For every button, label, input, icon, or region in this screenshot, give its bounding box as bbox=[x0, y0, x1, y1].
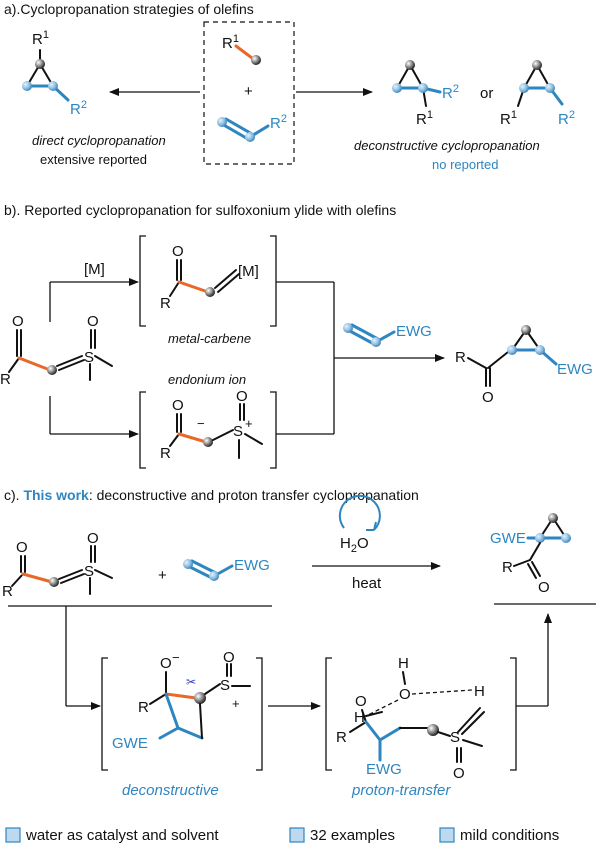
svg-text:O: O bbox=[399, 686, 411, 703]
svg-text:H2O: H2O bbox=[340, 535, 369, 555]
feature-marker-icon bbox=[439, 827, 455, 843]
r2-label: R2 bbox=[70, 99, 87, 118]
svg-text:EWG: EWG bbox=[366, 761, 402, 778]
plus-sign: + bbox=[244, 83, 253, 100]
svg-text:GWE: GWE bbox=[490, 530, 526, 547]
svg-text:H: H bbox=[398, 655, 409, 672]
section-b-header: b). Reported cyclopropanation for sulfox… bbox=[4, 202, 396, 218]
svg-text:R: R bbox=[336, 729, 347, 746]
svg-text:O: O bbox=[482, 389, 494, 406]
direct-cyclopropanation-label: direct cyclopropanation bbox=[32, 133, 166, 148]
proton-transfer-label: proton-transfer bbox=[351, 782, 451, 799]
heat-label: heat bbox=[352, 575, 382, 592]
sulfoxonium-ylide-c: O R S O bbox=[2, 530, 113, 600]
svg-text:O: O bbox=[223, 649, 235, 666]
olefin-ewg-c: EWG bbox=[183, 557, 270, 581]
no-reported-label: no reported bbox=[432, 157, 499, 172]
svg-text:O: O bbox=[538, 579, 550, 596]
svg-text:S: S bbox=[220, 677, 230, 694]
svg-text:S: S bbox=[233, 423, 243, 440]
feature-examples: 32 examples bbox=[310, 827, 395, 844]
plus-sign-c: + bbox=[158, 567, 167, 584]
svg-text:+: + bbox=[232, 696, 240, 711]
svg-text:R: R bbox=[0, 371, 11, 388]
svg-text:O: O bbox=[87, 313, 99, 330]
svg-text:[M]: [M] bbox=[238, 263, 259, 280]
section-a-header: a).Cyclopropanation strategies of olefin… bbox=[4, 1, 254, 17]
feature-marker-icon bbox=[289, 827, 305, 843]
feature-marker-icon bbox=[5, 827, 21, 843]
r1-label: R1 bbox=[32, 29, 49, 48]
feature-mild: mild conditions bbox=[460, 827, 559, 844]
deconstructive-product-2: R1 R2 bbox=[500, 60, 575, 128]
section-b: b). Reported cyclopropanation for sulfox… bbox=[0, 202, 593, 469]
svg-text:−: − bbox=[172, 650, 180, 665]
svg-text:+: + bbox=[245, 416, 253, 431]
svg-text:O: O bbox=[160, 655, 172, 672]
metal-carbene-intermediate: O R [M] bbox=[139, 235, 277, 327]
svg-text:H: H bbox=[354, 709, 365, 726]
svg-text:S: S bbox=[84, 349, 94, 366]
carbon-ball bbox=[35, 59, 45, 69]
reagents-dashed-box bbox=[203, 21, 295, 165]
deconstructive-intermediate: O − R ✂ S + O GWE bbox=[101, 649, 263, 771]
scissors-icon: ✂ bbox=[186, 675, 196, 689]
svg-text:EWG: EWG bbox=[396, 323, 432, 340]
svg-text:R1: R1 bbox=[416, 109, 433, 128]
svg-text:R: R bbox=[502, 559, 513, 576]
proton-transfer-intermediate: H O H H O R EWG S O bbox=[325, 655, 517, 782]
svg-text:GWE: GWE bbox=[112, 735, 148, 752]
svg-text:R: R bbox=[2, 583, 13, 600]
svg-text:S: S bbox=[450, 729, 460, 746]
extensive-reported-label: extensive reported bbox=[40, 152, 147, 167]
r1-reagent-label: R1 bbox=[222, 33, 239, 52]
deconstructive-label: deconstructive bbox=[122, 782, 219, 799]
feature-water: water as catalyst and solvent bbox=[25, 827, 219, 844]
olefin-ball bbox=[22, 81, 32, 91]
deconstructive-product-1: R2 R1 bbox=[392, 60, 459, 128]
sulfoxonium-ylide-b: O R S O bbox=[0, 313, 113, 388]
svg-text:H: H bbox=[474, 683, 485, 700]
deconstructive-cyclopropanation-label: deconstructive cyclopropanation bbox=[354, 138, 540, 153]
footer-features: water as catalyst and solvent 32 example… bbox=[5, 827, 559, 844]
cyclopropane-product-c: GWE R O bbox=[490, 513, 571, 596]
metal-catalyst-label: [M] bbox=[84, 261, 105, 278]
svg-text:R2: R2 bbox=[270, 113, 287, 132]
svg-text:O: O bbox=[453, 765, 465, 782]
svg-text:O: O bbox=[12, 313, 24, 330]
svg-text:R: R bbox=[160, 295, 171, 312]
svg-text:EWG: EWG bbox=[557, 361, 593, 378]
svg-text:O: O bbox=[236, 388, 248, 405]
metal-carbene-label: metal-carbene bbox=[168, 331, 251, 346]
section-a: a).Cyclopropanation strategies of olefin… bbox=[4, 1, 575, 172]
svg-text:R: R bbox=[455, 349, 466, 366]
cyclopropane-product-b: R O EWG bbox=[455, 325, 593, 406]
water-catalyst-icon: H2O bbox=[338, 494, 381, 555]
svg-text:R2: R2 bbox=[558, 109, 575, 128]
endonium-ion-label: endonium ion bbox=[168, 372, 246, 387]
olefin-reagent: R2 bbox=[217, 113, 287, 142]
or-label: or bbox=[480, 85, 493, 102]
svg-text:O: O bbox=[172, 243, 184, 260]
svg-text:R1: R1 bbox=[500, 109, 517, 128]
olefin-ewg-b: EWG bbox=[343, 323, 432, 347]
carbene-ball bbox=[251, 55, 261, 65]
svg-text:R: R bbox=[160, 445, 171, 462]
svg-text:O: O bbox=[355, 693, 367, 710]
svg-text:S: S bbox=[84, 563, 94, 580]
svg-text:EWG: EWG bbox=[234, 557, 270, 574]
svg-text:R2: R2 bbox=[442, 83, 459, 102]
endonium-intermediate: O R − S + O bbox=[139, 388, 277, 469]
svg-text:O: O bbox=[172, 397, 184, 414]
section-c: c). This work: deconstructive and proton… bbox=[2, 487, 596, 799]
svg-text:O: O bbox=[16, 539, 28, 556]
svg-text:R: R bbox=[138, 699, 149, 716]
direct-product-structure: R1 R2 bbox=[22, 29, 87, 118]
olefin-ball bbox=[48, 81, 58, 91]
svg-text:O: O bbox=[87, 530, 99, 547]
section-c-header: c). This work: deconstructive and proton… bbox=[4, 487, 419, 503]
svg-text:−: − bbox=[197, 416, 205, 431]
